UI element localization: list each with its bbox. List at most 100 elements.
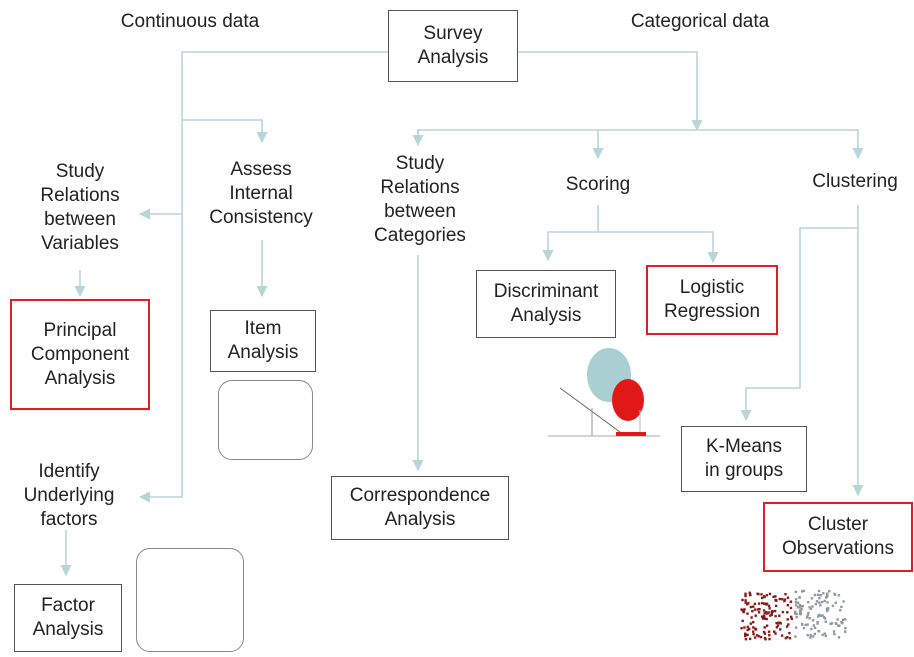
cluster-point [770,613,773,616]
cluster-point [824,634,827,638]
cluster-point [757,592,760,596]
cluster-point [775,626,779,629]
cluster-point [838,624,841,628]
cluster-point [774,604,778,608]
connector [417,129,697,142]
cluster-point [752,633,755,636]
cluster-scatter-icon [740,589,847,641]
cluster-point [841,621,844,625]
cluster-point [748,627,751,631]
cluster-point [768,592,772,596]
cluster-point [833,632,836,636]
cluster-point [752,630,755,633]
cluster-point [813,626,817,629]
cluster-point [788,637,792,640]
discriminant-logistic-icon [548,348,660,437]
cluster-point [744,592,747,595]
cluster-point [786,636,789,639]
cluster-point [819,594,822,597]
cluster-point [750,616,753,619]
discriminant-analysis-box: Discriminant Analysis [476,270,616,338]
connector [138,51,388,503]
cluster-point [761,617,765,620]
cluster-point [801,590,804,593]
cluster-point [839,609,842,612]
study-relations-variables: Study Relations between Variables [40,161,120,254]
cluster-point [819,604,822,607]
cluster-point [785,625,789,628]
cluster-point [760,593,763,596]
cluster-point [808,606,811,609]
cluster-point [787,623,790,626]
cluster-point [744,634,747,638]
cluster-point [749,622,752,625]
cluster-point [751,610,754,613]
cluster-point [798,612,802,616]
cluster-point [741,598,744,602]
cluster-point [816,621,819,624]
cluster-point [752,621,755,624]
cluster-point [815,600,819,603]
cluster-point [763,626,766,629]
cluster-point [757,635,760,638]
cluster-point [746,625,749,629]
cluster-point [834,601,837,604]
cluster-point [813,593,817,597]
cluster-point [760,615,764,618]
cluster-point [778,621,782,624]
logistic-regression-box: Logistic Regression [646,265,778,335]
cluster-point [844,627,847,630]
cluster-point [794,601,798,604]
cluster-point [804,623,807,627]
cluster-point [789,615,793,619]
cluster-point [744,599,747,602]
cluster-point [774,632,777,635]
cluster-point [812,635,815,638]
cluster-point [767,630,771,633]
cluster-point [765,603,768,606]
cluster-point [817,615,820,618]
branch-label-categorical: Categorical data [630,11,770,32]
cluster-point [805,616,809,619]
cluster-point [844,630,847,633]
connector [740,205,859,422]
cluster-point [765,617,768,621]
cluster-point [817,630,821,633]
cluster-point [826,609,829,613]
item-analysis-icon-frame [218,380,313,460]
cluster-point [755,634,759,637]
cluster-point [823,632,826,635]
cluster-point [823,617,827,620]
cluster-point [802,589,806,593]
cluster-point [762,609,766,612]
cluster-point [748,591,751,594]
cluster-point [763,632,767,635]
cluster-point [784,593,787,596]
cluster-point [786,596,790,599]
cluster-point [795,612,798,616]
principal-component-analysis-box: Principal Component Analysis [10,299,150,410]
identify-underlying-factors: Identify Underlying factors [23,461,115,530]
cluster-point [800,622,804,626]
assess-internal-consistency: Assess Internal Consistency [209,159,313,228]
cluster-point [836,618,839,621]
cluster-point [806,614,809,617]
cluster-point [810,627,813,631]
cluster-point [758,608,761,611]
cluster-point [774,595,777,598]
cluster-point [775,621,778,625]
scoring-label: Scoring [565,174,631,195]
cluster-point [776,624,780,627]
cluster-point [807,611,810,615]
cluster-point [806,634,809,637]
connector [518,51,703,132]
cluster-point [794,612,797,615]
connector [182,119,268,144]
cluster-point [763,602,766,605]
cluster-point [817,589,821,593]
cluster-point [795,604,798,607]
cluster-point [768,607,771,610]
cluster-point [764,611,768,614]
cluster-point [773,609,777,613]
cluster-point [767,604,771,608]
